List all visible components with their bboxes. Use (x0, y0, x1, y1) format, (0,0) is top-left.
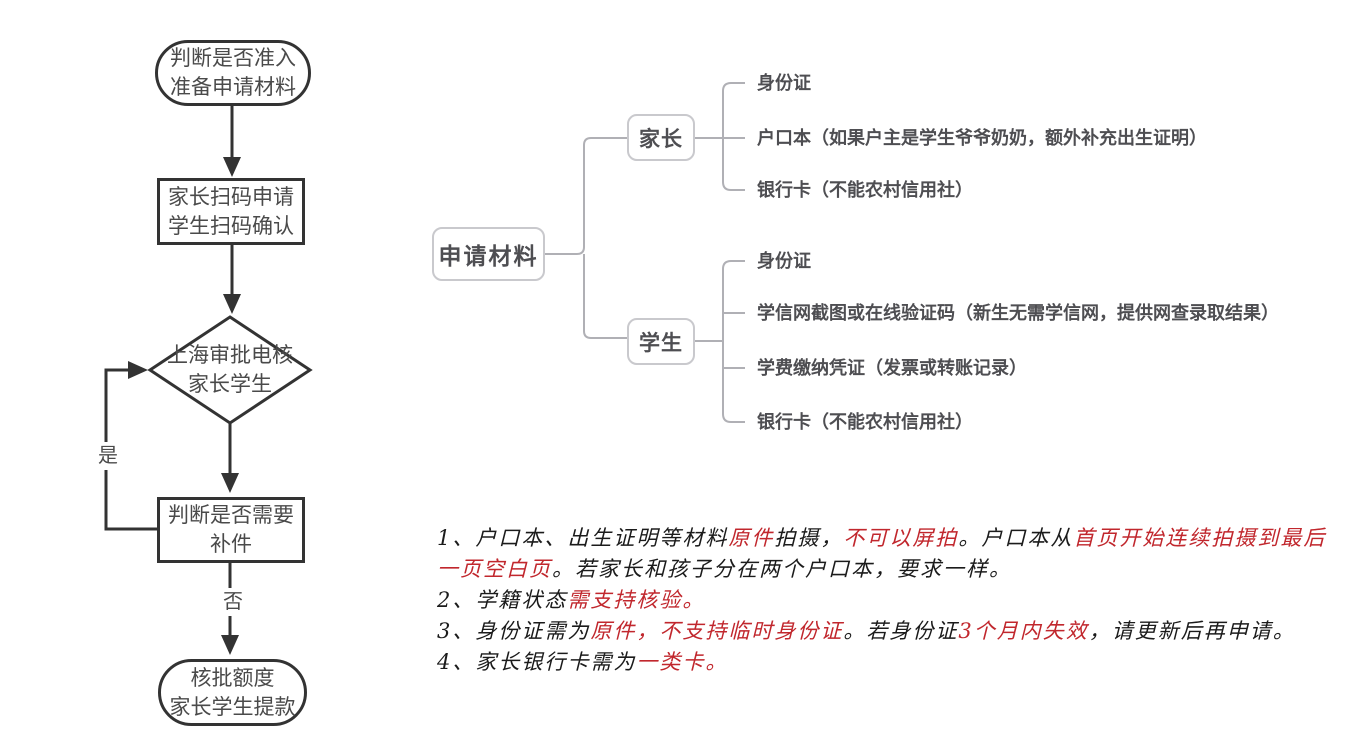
arrowhead-1 (223, 157, 241, 177)
note-segment: 。若家长和孩子分在两个户口本，要求一样。 (552, 557, 1012, 581)
note-segment: 首页开始连续拍摄到最后一页空白页 (437, 526, 1327, 581)
flowchart-scan-node: 家长扫码申请 学生扫码确认 (157, 178, 305, 245)
leaf-parent-hukou: 户口本（如果户主是学生爷爷奶奶，额外补充出生证明） (757, 128, 1207, 148)
note-segment: 原件 (728, 526, 775, 550)
note-segment: 。户口本从 (958, 526, 1074, 550)
note-segment: 需支持核验。 (567, 588, 706, 612)
flowchart-supplement-node: 判断是否需要 补件 (157, 497, 305, 563)
bracket-parent (722, 82, 745, 191)
leaf-student-chsi: 学信网截图或在线验证码（新生无需学信网，提供网查录取结果） (757, 303, 1279, 323)
flowchart-arrowheads (128, 157, 241, 655)
mindmap-lines (545, 82, 745, 423)
note-segment: 1、户口本、出生证明等材料 (437, 526, 729, 550)
decision-diamond-shape (147, 315, 313, 425)
arrowhead-4 (221, 635, 239, 655)
note-segment: 3个月内失效 (958, 619, 1089, 643)
note-segment: ，请更新后再申请。 (1088, 619, 1296, 643)
leaf-parent-id-card: 身份证 (757, 73, 811, 93)
flowchart-decision-label: 上海审批电核 家长学生 (167, 344, 293, 396)
notes-block: 1、户口本、出生证明等材料原件拍摄，不可以屏拍。户口本从首页开始连续拍摄到最后一… (437, 523, 1342, 678)
edge-label-no: 否 (217, 588, 249, 616)
arrowhead-loop (128, 361, 148, 379)
note-item-4: 4、家长银行卡需为一类卡。 (437, 647, 1342, 678)
note-item-1: 1、户口本、出生证明等材料原件拍摄，不可以屏拍。户口本从首页开始连续拍摄到最后一… (437, 523, 1342, 585)
note-item-3: 3、身份证需为原件，不支持临时身份证。若身份证3个月内失效，请更新后再申请。 (437, 616, 1342, 647)
bracket-student (722, 260, 745, 423)
mindmap-branch-parent: 家长 (627, 114, 695, 161)
note-segment: 3、身份证需为 (437, 619, 591, 643)
arrowhead-2 (223, 294, 241, 314)
line-root-to-parent (545, 137, 627, 255)
mindmap-root-node: 申请材料 (432, 227, 545, 281)
flowchart-end-node: 核批额度 家长学生提款 (158, 659, 307, 726)
note-segment: 。若身份证 (843, 619, 959, 643)
note-item-2: 2、学籍状态需支持核验。 (437, 585, 1342, 616)
note-segment: 原件，不支持临时身份证 (590, 619, 844, 643)
leaf-parent-bank-card: 银行卡（不能农村信用社） (757, 180, 973, 200)
leaf-student-bank-card: 银行卡（不能农村信用社） (757, 412, 973, 432)
arrowhead-3 (221, 473, 239, 493)
leaf-student-tuition-receipt: 学费缴纳凭证（发票或转账记录） (757, 358, 1027, 378)
edge-label-yes: 是 (92, 442, 124, 470)
mindmap-branch-student: 学生 (627, 318, 695, 365)
leaf-student-id-card: 身份证 (757, 251, 811, 271)
note-segment: 拍摄， (774, 526, 844, 550)
note-segment: 不可以屏拍 (843, 526, 959, 550)
flowchart-start-node: 判断是否准入 准备申请材料 (155, 40, 311, 106)
note-segment: 一类卡。 (636, 650, 729, 674)
note-segment: 2、学籍状态 (437, 588, 568, 612)
note-segment: 4、家长银行卡需为 (437, 650, 637, 674)
line-root-to-student (583, 254, 627, 339)
